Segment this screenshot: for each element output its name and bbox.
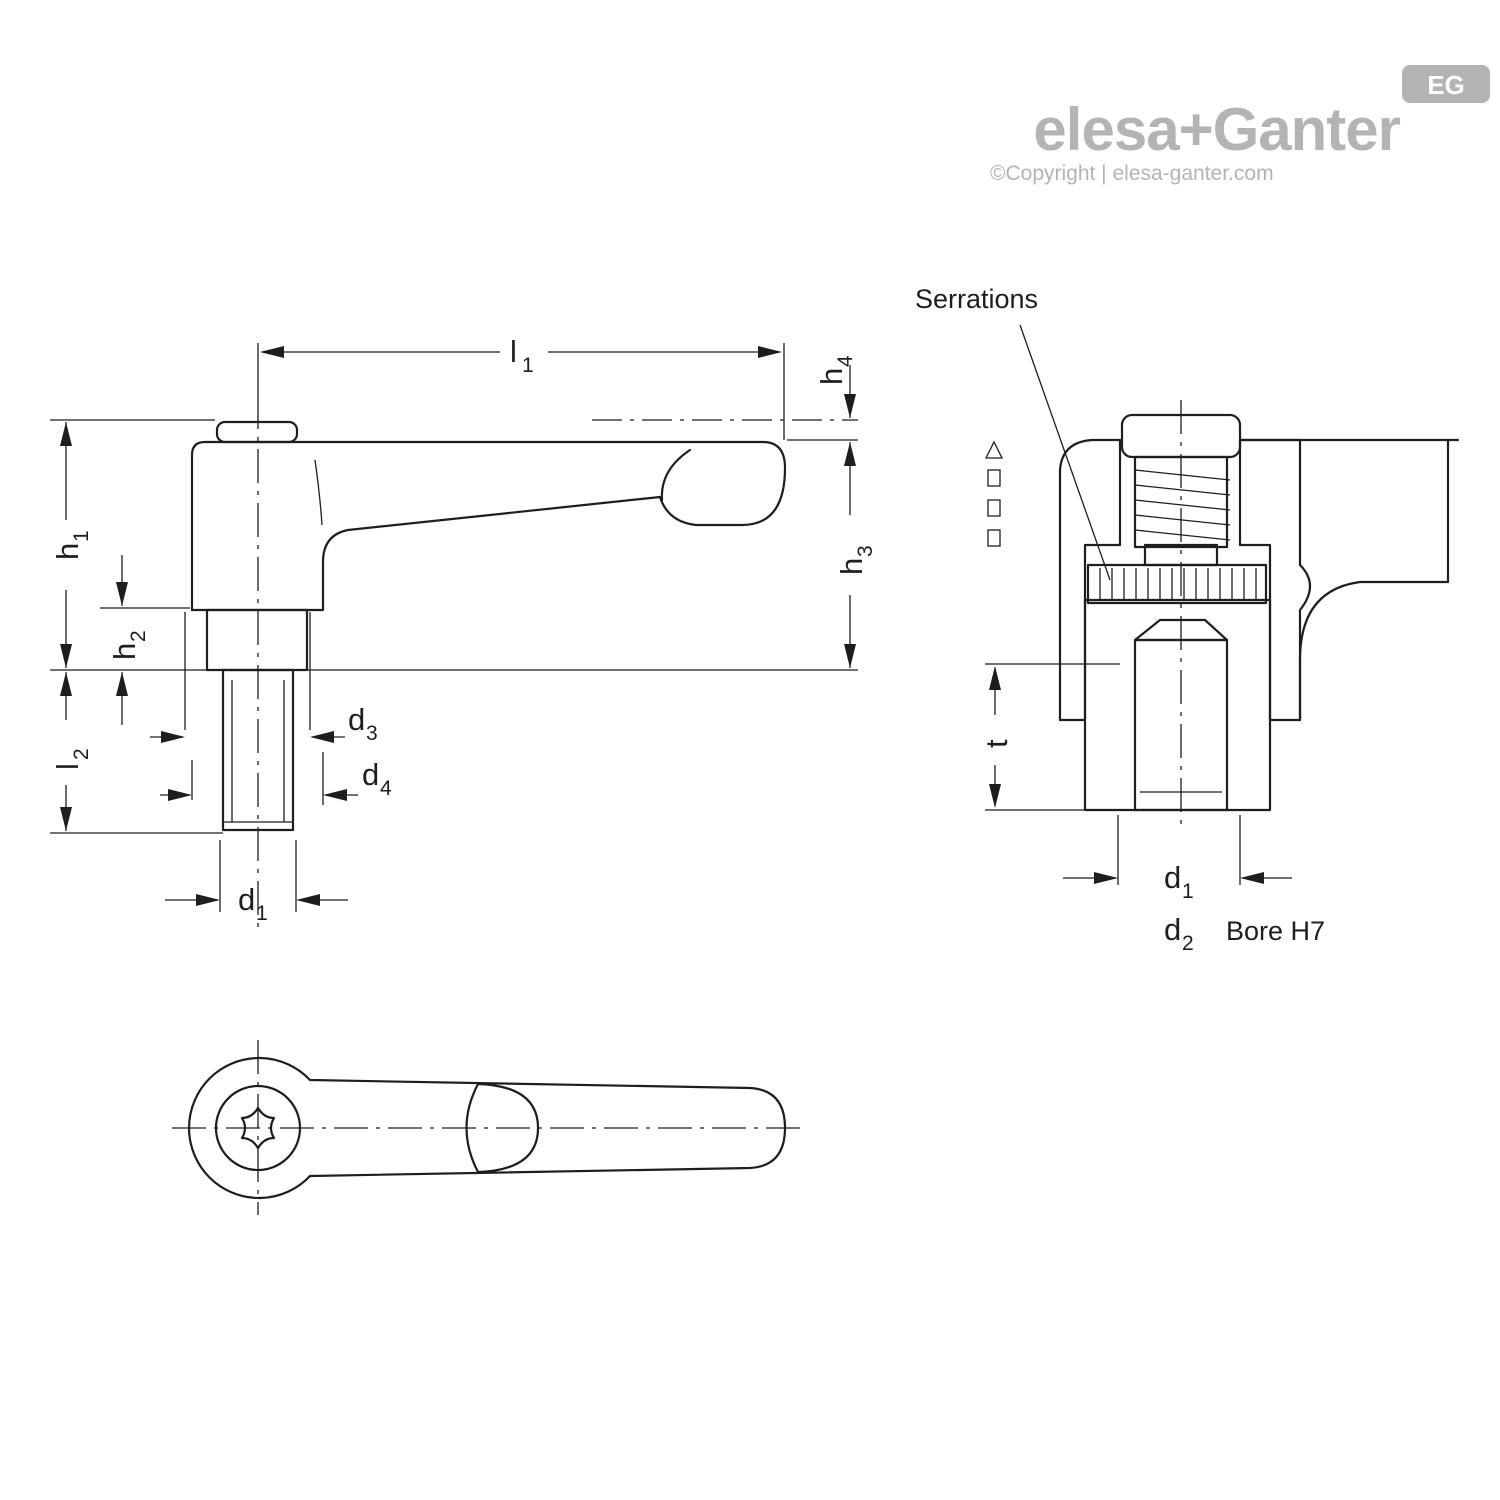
svg-text:h: h (50, 543, 85, 560)
logo-copyright: ©Copyright | elesa-ganter.com (990, 162, 1274, 185)
serration-teeth (1099, 568, 1257, 600)
svg-text:d: d (348, 702, 365, 737)
torx-icon (240, 1106, 276, 1150)
svg-text:h: h (834, 558, 869, 575)
dim-label-l2: l 2 (50, 748, 93, 770)
top-view-lever-outline (187, 1056, 787, 1200)
svg-text:1: 1 (70, 530, 93, 542)
side-view: l 1 h 4 h 3 h 1 h 2 l 2 d 3 d 4 (50, 334, 877, 930)
section-view-lever-arm (1238, 438, 1460, 722)
dim-label-h1: h 1 (50, 530, 93, 560)
svg-text:1: 1 (256, 902, 268, 925)
svg-text:4: 4 (834, 355, 857, 367)
top-view (172, 1040, 800, 1215)
dim-label-l1: l 1 (510, 334, 534, 377)
svg-text:4: 4 (380, 777, 392, 800)
dim-label-t: t (979, 739, 1014, 748)
svg-text:1: 1 (522, 354, 534, 377)
top-view-cross-section (465, 1082, 540, 1174)
motion-arrow-icon (984, 440, 1004, 547)
svg-text:l: l (50, 763, 85, 770)
section-view-spring (1134, 469, 1231, 541)
svg-text:2: 2 (70, 748, 93, 760)
svg-text:d: d (238, 882, 255, 917)
svg-text:1: 1 (1182, 880, 1194, 903)
serrations-label: Serrations (915, 284, 1038, 314)
side-view-grip-curve (660, 448, 692, 502)
dim-label-section-d2: d 2 (1164, 912, 1194, 955)
dim-label-h4: h 4 (814, 355, 857, 385)
svg-text:2: 2 (127, 630, 150, 642)
side-view-web-curve (314, 459, 323, 526)
section-view: Serrations t d 1 d 2 Bore H7 (915, 284, 1460, 955)
svg-text:d: d (362, 757, 379, 792)
section-view-insert (1083, 598, 1272, 812)
top-view-hub-ring (214, 1084, 302, 1172)
svg-text:2: 2 (1182, 932, 1194, 955)
svg-text:h: h (814, 368, 849, 385)
logo-brand: elesa+Ganter (1033, 96, 1400, 163)
logo-badge-text: EG (1427, 70, 1465, 100)
side-view-screw-cap (215, 420, 299, 444)
bore-tolerance-label: Bore H7 (1226, 916, 1325, 946)
serrations-leader (1019, 324, 1111, 581)
logo-badge-box (1402, 65, 1490, 103)
side-view-collar (205, 608, 309, 672)
section-view-hub-body-right (1238, 438, 1312, 722)
dim-label-d4: d 4 (362, 757, 392, 800)
section-view-serrations (1086, 563, 1268, 605)
svg-text:t: t (979, 739, 1014, 748)
svg-text:d: d (1164, 912, 1181, 947)
dim-label-section-d1: d 1 (1164, 860, 1194, 903)
svg-text:d: d (1164, 860, 1181, 895)
svg-text:3: 3 (366, 722, 378, 745)
section-view-hub-body (1058, 438, 1122, 722)
elesa-ganter-logo: EG elesa+Ganter ©Copyright | elesa-gante… (990, 65, 1490, 185)
dim-label-d3: d 3 (348, 702, 378, 745)
side-view-lever-body (190, 440, 787, 612)
svg-text:3: 3 (854, 545, 877, 557)
svg-text:l: l (510, 334, 517, 369)
dim-label-h2: h 2 (107, 630, 150, 660)
dim-label-d1: d 1 (238, 882, 268, 925)
svg-text:h: h (107, 643, 142, 660)
dim-label-h3: h 3 (834, 545, 877, 575)
